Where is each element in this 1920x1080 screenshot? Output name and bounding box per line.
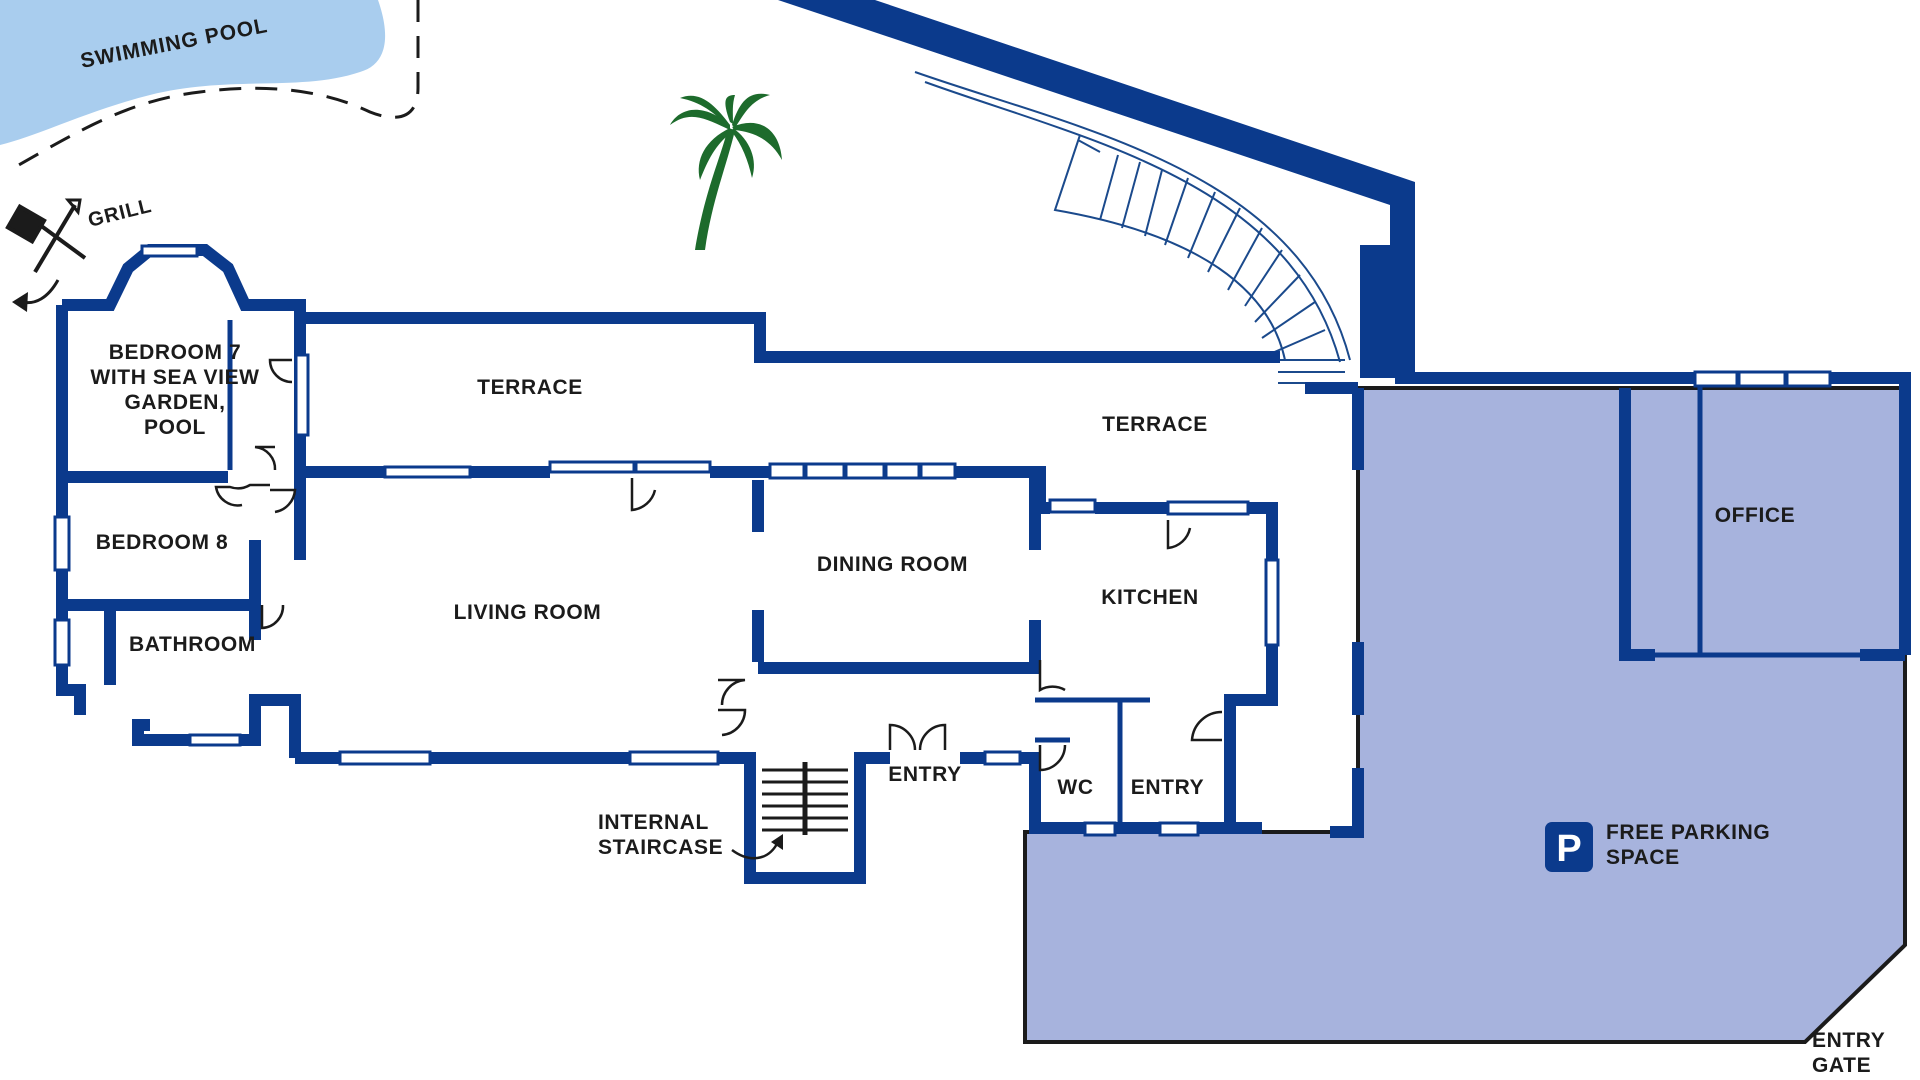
entry-side-label: ENTRY [1130,776,1205,799]
parking-area [1023,386,1907,1044]
internal-staircase-label: INTERNAL STAIRCASE [598,810,728,860]
grill-label: GRILL [86,195,154,232]
kitchen-label: KITCHEN [1101,586,1199,609]
entry-main-label: ENTRY [888,763,962,786]
wc-label: WC [1057,776,1094,799]
parking-sign-icon: P [1545,822,1593,872]
parking-line-1: FREE PARKING [1606,821,1771,844]
terrace-left-label: TERRACE [477,376,583,399]
staircase-line-2: STAIRCASE [598,836,724,859]
perimeter-wall [778,0,1415,378]
free-parking-label: FREE PARKING SPACE [1606,820,1796,870]
bathroom-label: BATHROOM [129,633,256,656]
perimeter-wall-upper [1360,245,1390,378]
grill-tools-icon [5,198,87,274]
gate-line-2: GATE [1812,1054,1872,1077]
windows [53,244,1832,837]
window-mullions [632,372,1789,478]
bedroom7-line-1: BEDROOM 7 [108,341,242,364]
parking-line-2: SPACE [1606,846,1680,869]
inner-thin-walls [227,320,1860,828]
bedroom7-label: BEDROOM 7 WITH SEA VIEW GARDEN, POOL [80,340,270,440]
arrow-icon [12,279,60,312]
stair-arrow-head [771,834,783,850]
swimming-pool-area [0,0,386,145]
dining-room-label: DINING ROOM [816,553,969,576]
outdoor-curved-staircase [914,71,1351,384]
stair-arrow-icon [731,841,780,860]
bedroom8-label: BEDROOM 8 [95,531,229,554]
terrace-right-label: TERRACE [1102,413,1208,436]
staircase-line-1: INTERNAL [598,811,709,834]
bedroom7-line-3: GARDEN, [124,391,226,414]
house-walls [56,244,1911,884]
bedroom7-line-4: POOL [144,416,206,439]
entry-gate-label: ENTRY GATE [1812,1028,1907,1078]
parking-letter: P [1556,828,1581,870]
gate-line-1: ENTRY [1812,1029,1886,1052]
office-label: OFFICE [1714,504,1796,527]
living-room-label: LIVING ROOM [453,601,602,624]
pool-edge-dashed [9,0,420,172]
doors [214,358,1223,772]
palm-tree-icon [670,93,782,250]
bedroom7-line-2: WITH SEA VIEW [90,366,260,389]
internal-staircase [762,762,848,835]
